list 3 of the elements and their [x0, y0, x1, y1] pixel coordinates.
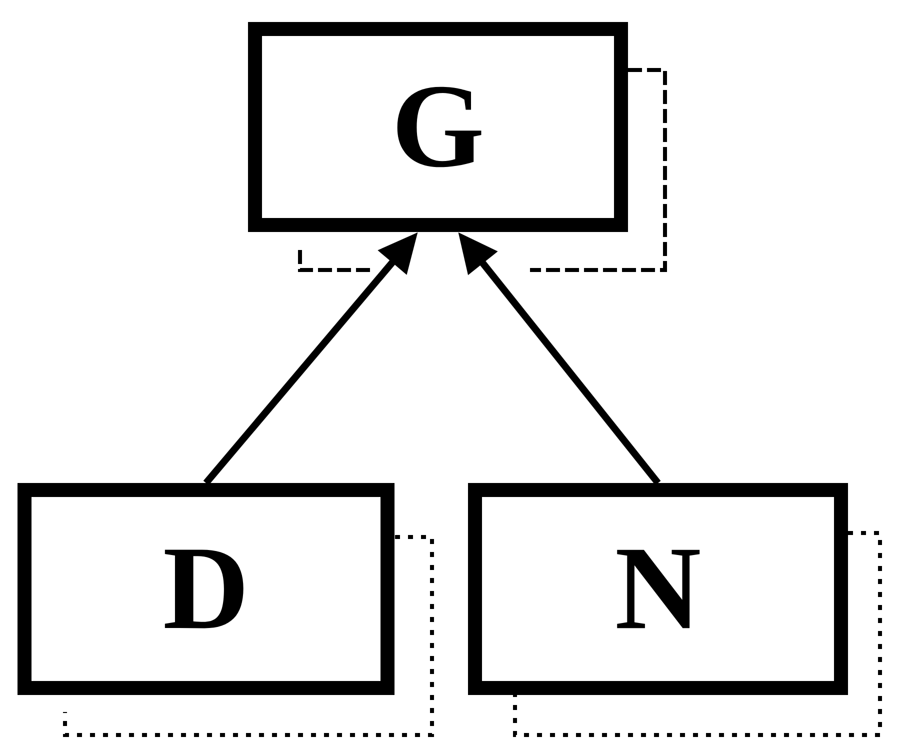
letter-box: G: [248, 22, 628, 232]
letter-box: N: [468, 483, 848, 695]
letter-box: D: [18, 483, 394, 695]
